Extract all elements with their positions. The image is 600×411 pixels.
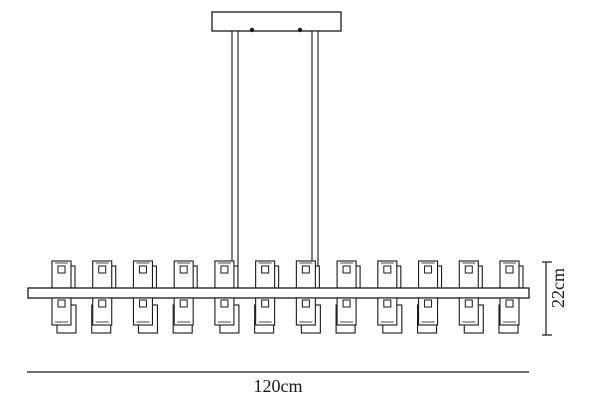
width-dimension-label: 120cm <box>253 376 303 396</box>
height-dimension-label: 22cm <box>548 268 568 308</box>
bottom-shade-front <box>255 297 276 326</box>
top-shade-socket <box>98 265 107 274</box>
top-shade <box>132 260 158 289</box>
bottom-shade-socket <box>179 299 188 308</box>
bottom-shade <box>132 297 159 334</box>
top-shade <box>173 260 198 289</box>
top-shade-socket <box>383 265 392 274</box>
bottom-shade <box>295 297 321 334</box>
bottom-shade <box>416 297 439 334</box>
bottom-shade-front <box>132 297 154 326</box>
top-shade-socket <box>424 265 433 274</box>
top-shade <box>499 260 524 289</box>
top-shade-front <box>132 260 154 289</box>
top-shade <box>417 260 443 289</box>
bottom-shade-front <box>51 297 72 326</box>
top-shade-front <box>92 260 113 289</box>
bottom-shade-socket <box>301 299 310 308</box>
dimension-lines <box>27 261 552 373</box>
top-shade-front <box>173 260 194 289</box>
top-shade-socket <box>261 265 270 274</box>
top-shade-socket <box>342 265 351 274</box>
top-shade <box>214 260 239 289</box>
top-shade <box>295 260 320 289</box>
bottom-shade-socket <box>383 299 392 308</box>
top-shade-front <box>255 260 276 289</box>
top-shade-front <box>51 260 72 289</box>
top-shade <box>255 260 280 289</box>
top-shade-front <box>295 260 316 289</box>
bottom-shade <box>377 297 403 334</box>
bottom-shade <box>458 297 484 334</box>
bottom-shade-front <box>92 297 113 326</box>
top-shade-front <box>417 260 439 289</box>
bottom-shade-front <box>295 297 316 326</box>
bottom-shade-socket <box>261 299 270 308</box>
top-shade-front <box>214 260 235 289</box>
rod-left <box>231 30 239 289</box>
top-shade <box>377 260 402 289</box>
bottom-shade-socket <box>505 299 514 308</box>
top-shade-front <box>377 260 398 289</box>
top-shade-socket <box>138 265 147 274</box>
bottom-shade-socket <box>138 299 147 308</box>
top-shade-row <box>51 260 524 289</box>
bottom-shade-front <box>377 297 398 326</box>
top-shade-socket <box>220 265 229 274</box>
top-shade <box>336 260 361 289</box>
top-shade-socket <box>505 265 514 274</box>
top-shade-socket <box>57 265 66 274</box>
top-shade <box>458 260 483 289</box>
suspension-rods <box>231 30 319 289</box>
bottom-shade-front <box>499 297 520 326</box>
top-shade <box>92 260 117 289</box>
main-bar <box>27 287 530 299</box>
canopy-screw-right <box>297 27 303 33</box>
bottom-shade <box>91 297 113 334</box>
bottom-shade-row <box>51 297 520 334</box>
top-shade-front <box>499 260 520 289</box>
bottom-shade-front <box>417 297 439 326</box>
bottom-shade-front <box>173 297 194 326</box>
bottom-shade-socket <box>98 299 107 308</box>
bottom-shade <box>51 297 77 334</box>
bottom-shade-front <box>214 297 235 326</box>
bottom-shade <box>172 297 194 334</box>
bottom-shade-front <box>458 297 479 326</box>
top-shade <box>51 260 76 289</box>
rod-right <box>311 30 319 289</box>
bottom-shade <box>498 297 520 334</box>
canopy-screw-left <box>249 27 255 33</box>
bottom-shade <box>335 297 357 334</box>
ceiling-canopy <box>211 11 342 33</box>
top-shade-socket <box>301 265 310 274</box>
canopy-plate <box>211 11 342 32</box>
top-shade-front <box>458 260 479 289</box>
bottom-shade-socket <box>424 299 433 308</box>
top-shade-socket <box>464 265 473 274</box>
top-shade-front <box>336 260 357 289</box>
bottom-shade-socket <box>342 299 351 308</box>
bottom-shade-socket <box>220 299 229 308</box>
bottom-shade <box>254 297 276 334</box>
bottom-shade-front <box>336 297 357 326</box>
bottom-shade-socket <box>464 299 473 308</box>
top-shade-socket <box>179 265 188 274</box>
bottom-shade <box>214 297 240 334</box>
bottom-shade-socket <box>57 299 66 308</box>
